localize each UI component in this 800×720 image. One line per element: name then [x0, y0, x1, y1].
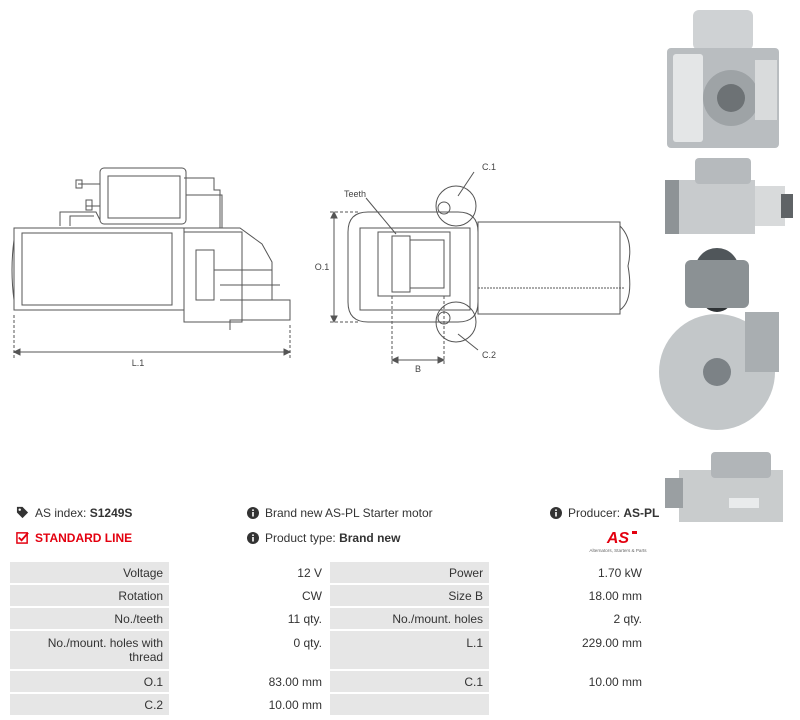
- spec-label: C.2: [10, 694, 170, 715]
- c2-dimension-label: C.2: [482, 350, 496, 360]
- description: Brand new AS-PL Starter motor: [247, 506, 433, 520]
- c1-dimension-label: C.1: [482, 162, 496, 172]
- spec-value: 12 V: [171, 562, 328, 583]
- tag-icon: [16, 506, 29, 519]
- product-photo-2: [665, 158, 793, 234]
- starter-side-view: [11, 167, 291, 330]
- spec-value: [491, 694, 648, 715]
- spec-label: L.1: [329, 631, 490, 669]
- spec-label: Power: [329, 562, 490, 583]
- as-index-label: AS index:: [35, 506, 87, 520]
- description-text: Brand new AS-PL Starter motor: [265, 506, 433, 520]
- spec-value: 10.00 mm: [491, 671, 648, 692]
- standard-line-label: STANDARD LINE: [35, 531, 133, 545]
- technical-drawing: L.1 O.1 C.1 C.2 B Teeth: [11, 162, 631, 374]
- spec-value: 1.70 kW: [491, 562, 648, 583]
- l1-dimension-label: L.1: [132, 358, 145, 368]
- product-type-value: Brand new: [339, 531, 401, 545]
- spec-label: O.1: [10, 671, 170, 692]
- teeth-label: Teeth: [344, 189, 366, 199]
- o1-dimension-label: O.1: [315, 262, 330, 272]
- product-photos: [659, 10, 793, 522]
- spec-label: [329, 694, 490, 715]
- info-icon: [247, 507, 259, 519]
- spec-label: No./mount. holes with thread: [10, 631, 170, 669]
- spec-value: 0 qty.: [171, 631, 328, 669]
- producer-label: Producer:: [568, 506, 621, 520]
- spec-label: Voltage: [10, 562, 170, 583]
- spec-value: CW: [171, 585, 328, 606]
- standard-line: STANDARD LINE: [16, 531, 132, 545]
- spec-value: 10.00 mm: [171, 694, 328, 715]
- product-type-label: Product type:: [265, 531, 336, 545]
- checkbox-icon: [16, 532, 29, 544]
- logo-tagline: Alternators, Starters & Parts: [589, 548, 647, 553]
- spec-value: 2 qty.: [491, 608, 648, 629]
- spec-label: No./teeth: [10, 608, 170, 629]
- b-dimension-label: B: [415, 364, 421, 374]
- starter-front-view: [347, 185, 631, 343]
- spec-value: 18.00 mm: [491, 585, 648, 606]
- product-photo-1: [667, 10, 779, 148]
- spec-label: Rotation: [10, 585, 170, 606]
- spec-label: Size B: [329, 585, 490, 606]
- product-type: Product type: Brand new: [247, 531, 400, 545]
- spec-label: No./mount. holes: [329, 608, 490, 629]
- producer-value: AS-PL: [623, 506, 660, 520]
- product-photo-3: [659, 248, 779, 430]
- spec-value: 11 qty.: [171, 608, 328, 629]
- product-photo-4: [665, 452, 783, 522]
- logo-text: AS: [606, 530, 630, 547]
- as-pl-logo: AS Alternators, Starters & Parts: [589, 530, 647, 553]
- info-icon: [550, 507, 562, 519]
- spec-value: 229.00 mm: [491, 631, 648, 669]
- spec-label: C.1: [329, 671, 490, 692]
- as-index: AS index: S1249S: [16, 506, 132, 520]
- spec-value: 83.00 mm: [171, 671, 328, 692]
- producer: Producer: AS-PL: [550, 506, 659, 520]
- as-index-value: S1249S: [89, 506, 133, 520]
- info-icon: [247, 532, 259, 544]
